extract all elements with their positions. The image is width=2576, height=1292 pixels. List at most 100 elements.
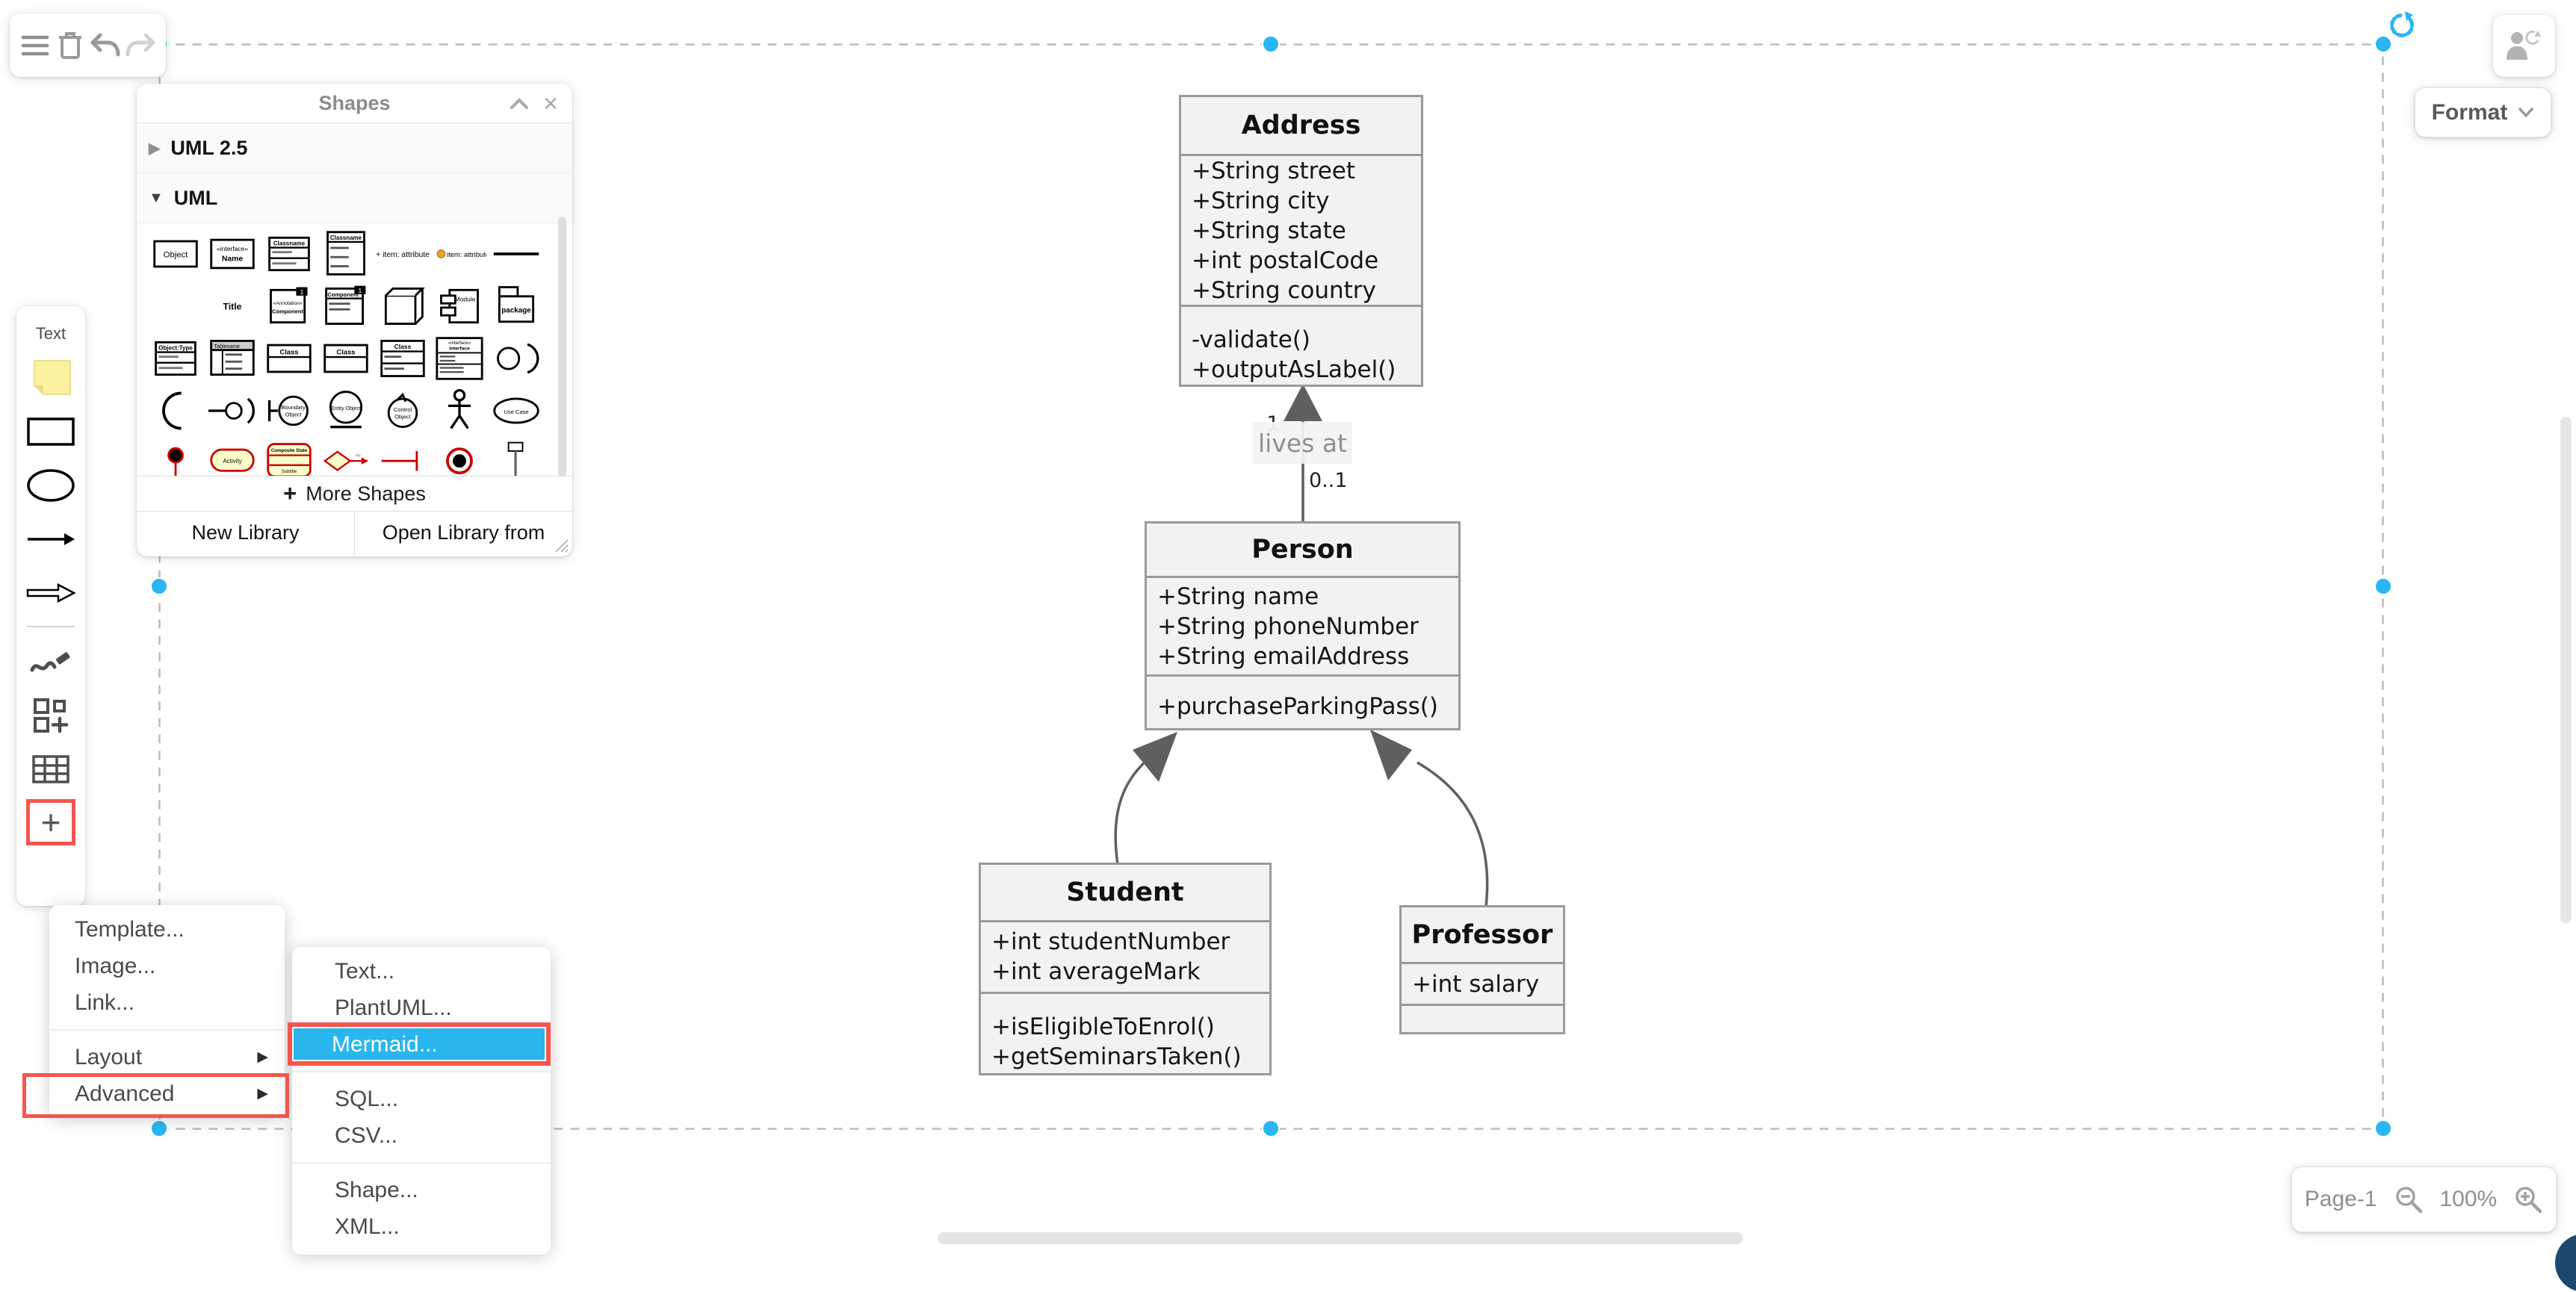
shape-thumb-condition[interactable]: no — [318, 437, 374, 476]
submenu-item-shape[interactable]: Shape... — [335, 1178, 418, 1202]
freehand-tool[interactable] — [16, 635, 85, 689]
shape-thumb-interface-box[interactable]: «interface»Interface — [431, 332, 488, 385]
shape-thumb-text-bold[interactable]: Title — [204, 280, 261, 332]
shape-thumb-usecase[interactable]: Use Case — [488, 385, 545, 437]
uml-class-person[interactable]: Person +String name +String phoneNumber … — [1145, 521, 1461, 730]
shape-thumb-rect-2line[interactable]: «interface»Name — [204, 228, 261, 280]
shape-thumb-component-badge[interactable]: 1«Annotation»Component — [261, 280, 318, 332]
shape-thumb-activity[interactable]: Activity — [204, 437, 261, 476]
shape-thumb-red-line[interactable] — [374, 437, 431, 476]
shape-thumb-class-empty[interactable]: Class — [318, 332, 374, 385]
shape-thumb-class-2sec[interactable]: Class — [374, 332, 431, 385]
shape-thumb-hline[interactable] — [488, 228, 545, 280]
shape-thumb-db-table[interactable]: Tablename — [204, 332, 261, 385]
zoom-out-icon[interactable] — [2394, 1184, 2424, 1214]
insert-plus-button[interactable]: + — [26, 799, 75, 845]
shape-thumb-package[interactable]: package — [488, 280, 545, 332]
open-library-button[interactable]: Open Library from — [354, 512, 572, 554]
table-icon[interactable] — [16, 742, 85, 796]
zoom-level[interactable]: 100% — [2439, 1187, 2498, 1211]
menu-item-link[interactable]: Link... — [75, 990, 135, 1015]
share-user-button[interactable] — [2493, 15, 2555, 77]
shape-thumb-lollipop[interactable] — [488, 332, 545, 385]
submenu-item-text[interactable]: Text... — [335, 959, 395, 984]
submenu-item-sql[interactable]: SQL... — [335, 1087, 399, 1111]
menu-item-template[interactable]: Template... — [75, 917, 185, 942]
handle-top-right[interactable] — [2374, 35, 2392, 53]
shape-thumb-start-node[interactable] — [147, 437, 204, 476]
inheritance-edge-student[interactable] — [1114, 752, 1157, 865]
class-methods: +isEligibleToEnrol() +getSeminarsTaken() — [981, 992, 1269, 1073]
zoom-in-icon[interactable] — [2513, 1184, 2543, 1214]
text-tool[interactable]: Text — [35, 324, 66, 343]
shape-thumb-entity[interactable]: Entity Object — [318, 385, 374, 437]
shape-thumb-class-compact[interactable]: Classname — [261, 228, 318, 280]
insert-shape-icon[interactable] — [16, 689, 85, 742]
menu-item-layout[interactable]: Layout ▶ — [49, 1039, 285, 1075]
shape-thumb-end-node[interactable] — [431, 437, 488, 476]
submenu-item-xml[interactable]: XML... — [335, 1214, 400, 1239]
association-label[interactable]: lives at — [1253, 422, 1352, 464]
redo-icon[interactable] — [124, 25, 157, 66]
submenu-item-csv[interactable]: CSV... — [335, 1123, 397, 1148]
shape-thumb-class-fields[interactable]: Classname — [318, 228, 374, 280]
inheritance-edge-professor[interactable] — [1417, 761, 1489, 907]
shapes-panel-header[interactable]: Shapes ✕ — [137, 84, 572, 123]
close-icon[interactable]: ✕ — [542, 92, 559, 115]
ellipse-tool[interactable] — [16, 459, 85, 512]
menu-item-advanced[interactable]: Advanced ▶ — [49, 1075, 285, 1112]
svg-text:«interface»: «interface» — [217, 245, 248, 252]
uml-method: -validate() — [1192, 326, 1311, 353]
resize-grip[interactable] — [551, 535, 569, 553]
collapse-icon[interactable] — [507, 91, 532, 117]
arrow-tool[interactable] — [16, 512, 85, 566]
shape-thumb-cube[interactable] — [374, 280, 431, 332]
shape-thumb-module[interactable]: Module — [431, 280, 488, 332]
shape-thumb-class-empty[interactable]: Class — [261, 332, 318, 385]
submenu-item-mermaid[interactable]: Mermaid... — [294, 1028, 545, 1060]
format-button[interactable]: Format — [2415, 87, 2551, 137]
panel-scrollbar[interactable] — [558, 217, 566, 476]
shape-thumb-arc[interactable] — [147, 385, 204, 437]
delete-icon[interactable] — [54, 25, 87, 66]
handle-bottom-right[interactable] — [2374, 1119, 2392, 1137]
page-name[interactable]: Page-1 — [2304, 1187, 2377, 1211]
shape-thumb-rect-label[interactable]: Object — [147, 228, 204, 280]
shape-thumb-socket[interactable] — [204, 385, 261, 437]
section-uml25[interactable]: ▶ UML 2.5 — [137, 123, 572, 173]
vertical-scrollbar[interactable] — [2560, 417, 2572, 923]
handle-right-middle[interactable] — [2374, 577, 2392, 595]
rectangle-tool[interactable] — [16, 405, 85, 459]
menu-item-image[interactable]: Image... — [75, 954, 156, 978]
svg-text:Subtitle: Subtitle — [282, 469, 297, 474]
rotate-icon[interactable] — [2385, 9, 2418, 42]
handle-left-middle[interactable] — [150, 577, 168, 595]
menu-divider — [292, 1071, 551, 1072]
block-arrow-tool[interactable] — [16, 566, 85, 620]
handle-top-middle[interactable] — [1262, 35, 1280, 53]
uml-class-professor[interactable]: Professor +int salary — [1399, 905, 1565, 1034]
shape-thumb-item-icon[interactable]: item: attribute — [431, 228, 488, 280]
note-tool[interactable] — [16, 351, 85, 405]
handle-bottom-middle[interactable] — [1262, 1119, 1280, 1137]
new-library-button[interactable]: New Library — [191, 521, 300, 544]
shape-thumb-post[interactable] — [488, 437, 545, 476]
shape-thumb-class-compact[interactable]: Object:Type — [147, 332, 204, 385]
more-shapes-button[interactable]: + More Shapes — [137, 476, 572, 511]
shape-thumb-text[interactable]: + item: attribute — [374, 228, 431, 280]
uml-class-student[interactable]: Student +int studentNumber +int averageM… — [979, 863, 1272, 1075]
class-title: Professor — [1411, 919, 1553, 950]
diagram-canvas[interactable] — [0, 0, 2576, 1253]
shape-thumb-actor[interactable] — [431, 385, 488, 437]
handle-bottom-left[interactable] — [150, 1119, 168, 1137]
horizontal-scrollbar[interactable] — [938, 1232, 1743, 1244]
menu-hamburger-icon[interactable] — [19, 25, 52, 66]
uml-class-address[interactable]: Address +String street +String city +Str… — [1179, 95, 1423, 387]
submenu-item-plantuml[interactable]: PlantUML... — [335, 996, 452, 1020]
undo-icon[interactable] — [89, 25, 122, 66]
section-uml[interactable]: ▼ UML — [137, 173, 572, 223]
